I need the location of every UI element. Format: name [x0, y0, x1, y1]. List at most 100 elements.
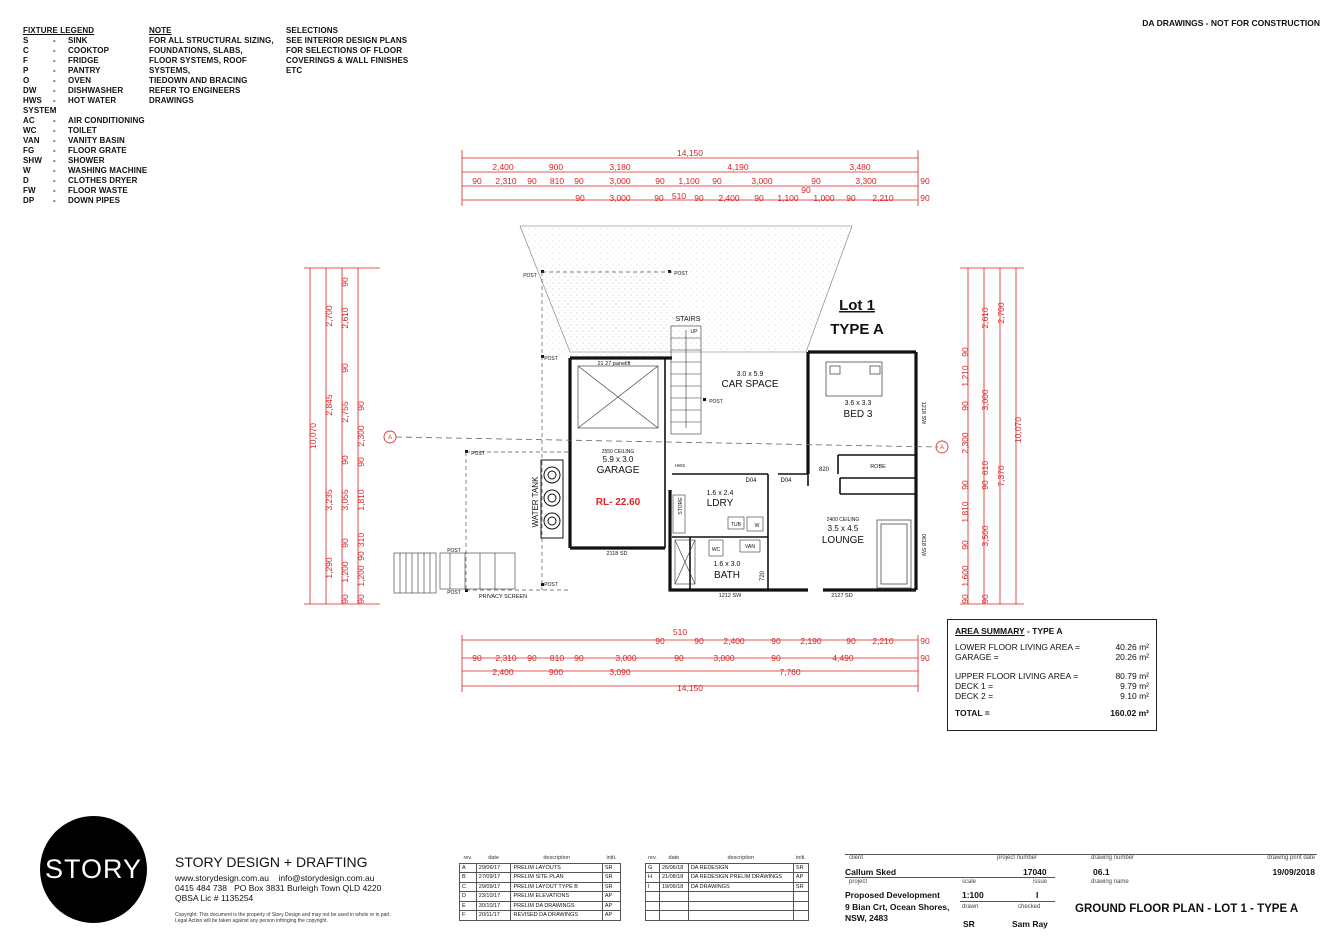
water-tank [540, 459, 564, 539]
selections-line: FOR SELECTIONS OF FLOOR [286, 46, 403, 55]
revision-header: rev. [459, 854, 477, 864]
legend-item: F-FRIDGE [23, 56, 99, 65]
svg-text:LOUNGE: LOUNGE [822, 535, 865, 546]
svg-text:WATER TANK: WATER TANK [531, 476, 540, 527]
note-line: FOUNDATIONS, SLABS, [149, 46, 243, 55]
svg-text:POST: POST [674, 271, 688, 277]
selections-line: COVERINGS & WALL FINISHES [286, 56, 409, 65]
svg-text:LDRY: LDRY [707, 498, 734, 509]
svg-text:1,200: 1,200 [356, 565, 366, 587]
company-email[interactable]: info@storydesign.com.au [278, 873, 375, 883]
revision-header: initi. [602, 854, 621, 864]
bed [825, 361, 883, 397]
svg-text:A: A [388, 435, 392, 441]
revision-header: rev. [645, 854, 660, 864]
svg-text:900: 900 [549, 667, 563, 677]
svg-text:3.6 x 3.3: 3.6 x 3.3 [845, 400, 872, 407]
project-number-label: project number [997, 855, 1038, 861]
svg-text:1.6 x 2.4: 1.6 x 2.4 [707, 490, 734, 497]
svg-text:2,610: 2,610 [980, 307, 990, 329]
svg-text:2,700: 2,700 [324, 305, 334, 327]
svg-text:90: 90 [575, 193, 585, 203]
svg-text:90: 90 [527, 653, 537, 663]
svg-text:510: 510 [673, 627, 687, 637]
client-label: client [849, 855, 864, 861]
note-line: REFER TO ENGINEERS DRAWINGS [149, 86, 241, 105]
interior-walls [664, 358, 916, 590]
company-address: PO Box 3831 Burleigh Town QLD 4220 [234, 883, 382, 893]
svg-text:HWS: HWS [675, 463, 686, 468]
legend-item: SHW-SHOWER [23, 156, 105, 165]
svg-text:90: 90 [712, 176, 722, 186]
svg-text:RL- 22.60: RL- 22.60 [596, 497, 641, 508]
revision-row [645, 891, 810, 902]
checked: Sam Ray [1012, 919, 1048, 929]
svg-text:900: 900 [549, 162, 563, 172]
svg-text:2127 SD: 2127 SD [831, 593, 852, 599]
selections-line: ETC [286, 66, 303, 75]
scale-label: scale [962, 879, 977, 885]
svg-text:TYPE A: TYPE A [830, 321, 884, 338]
garage-panelift [577, 365, 659, 429]
svg-text:90: 90 [527, 176, 537, 186]
stairs [670, 325, 702, 435]
svg-text:90: 90 [356, 594, 366, 604]
area-row: GARAGE =20.26 m² [955, 652, 1149, 662]
dim-top-total: 14,150 [677, 148, 703, 158]
company-name: STORY DESIGN + DRAFTING [175, 854, 368, 870]
legend-item: S-SINK [23, 36, 88, 45]
dims-right: 90 1,210 90 2,300 90 1,810 90 1,600 90 2… [960, 302, 1023, 604]
svg-text:ROBE: ROBE [870, 464, 886, 470]
svg-text:2,400: 2,400 [492, 162, 514, 172]
svg-text:510: 510 [672, 191, 686, 201]
svg-text:CAR SPACE: CAR SPACE [721, 379, 778, 390]
revision-row [645, 910, 810, 921]
svg-text:2,310: 2,310 [495, 653, 517, 663]
svg-text:90: 90 [920, 636, 930, 646]
svg-text:1218 SW: 1218 SW [920, 402, 926, 425]
svg-text:D04: D04 [745, 478, 757, 484]
note-block: NOTE FOR ALL STRUCTURAL SIZING, FOUNDATI… [149, 26, 284, 106]
legend-item: DP-DOWN PIPES [23, 196, 121, 205]
project-label: project [849, 879, 868, 885]
svg-text:POST: POST [709, 399, 723, 405]
company-logo: STORY [40, 816, 147, 923]
external-stairs [393, 552, 516, 594]
legend-item: AC-AIR CONDITIONING [23, 116, 145, 125]
svg-text:PRIVACY SCREEN: PRIVACY SCREEN [479, 594, 527, 600]
svg-text:WC: WC [712, 547, 721, 553]
checked-label: checked [1018, 904, 1041, 910]
svg-text:90: 90 [771, 636, 781, 646]
svg-text:VAN: VAN [745, 544, 755, 550]
project-address-2: NSW, 2483 [845, 913, 888, 923]
svg-text:3,300: 3,300 [855, 176, 877, 186]
svg-text:90: 90 [960, 480, 970, 490]
svg-text:3,000: 3,000 [615, 653, 637, 663]
svg-text:90: 90 [654, 193, 664, 203]
svg-text:4,190: 4,190 [727, 162, 749, 172]
svg-text:90: 90 [846, 193, 856, 203]
svg-text:90: 90 [846, 636, 856, 646]
svg-text:3,480: 3,480 [849, 162, 871, 172]
svg-text:0618 SW: 0618 SW [920, 534, 926, 557]
legend-item: FW-FLOOR WASTE [23, 186, 128, 195]
svg-text:90: 90 [472, 653, 482, 663]
company-web[interactable]: www.storydesign.com.au [175, 873, 270, 883]
legend-item: D-CLOTHES DRYER [23, 176, 138, 185]
svg-text:3,055: 3,055 [340, 489, 350, 511]
svg-text:90: 90 [340, 538, 350, 548]
svg-text:14,150: 14,150 [677, 683, 703, 693]
svg-text:90: 90 [694, 636, 704, 646]
svg-text:3,090: 3,090 [609, 667, 631, 677]
svg-text:2,310: 2,310 [495, 176, 517, 186]
svg-text:3,000: 3,000 [713, 653, 735, 663]
svg-text:1,810: 1,810 [960, 501, 970, 523]
note-line: FLOOR SYSTEMS, ROOF SYSTEMS, [149, 56, 247, 75]
svg-text:BED 3: BED 3 [844, 409, 873, 420]
svg-text:2,190: 2,190 [800, 636, 822, 646]
